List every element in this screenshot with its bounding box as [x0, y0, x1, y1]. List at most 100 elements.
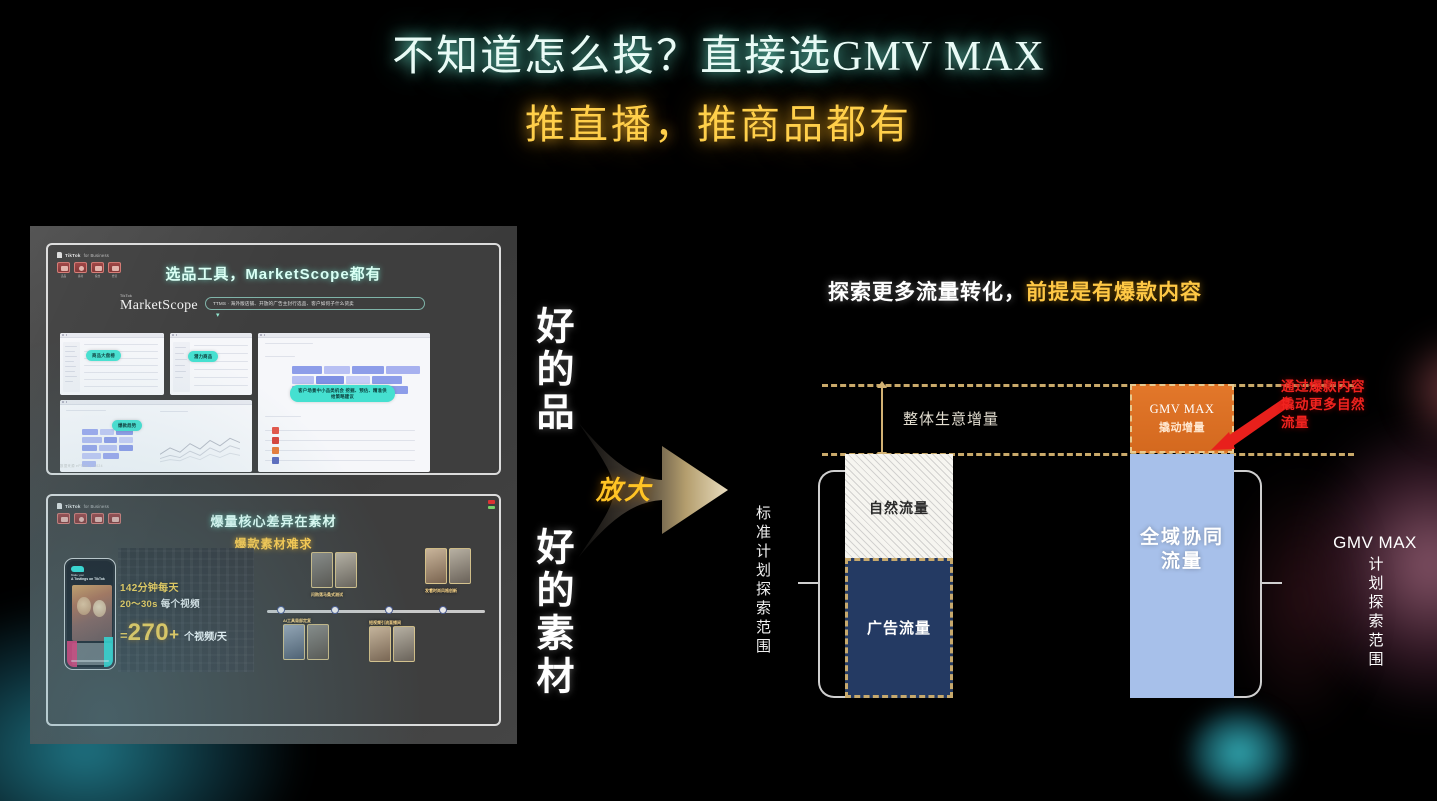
stat-line-3: = 270 + 个视频/天	[120, 619, 227, 647]
dashboard-thumbnail-3: 爆款趋势	[60, 400, 252, 472]
creative-thumb	[369, 626, 391, 662]
dash2-callout-pill: 潜力商品	[188, 351, 219, 363]
creative-timeline: 闪购落马桑式测试 发看时尚风格创新 AI工具局部定复 短视频引流直播间	[261, 544, 489, 684]
marketscope-card: TikTok for Business 选品 素材 投放 经	[46, 243, 501, 475]
trend-icon-2	[108, 513, 121, 524]
marketscope-card-inner: TikTok for Business 选品 素材 投放 经	[48, 245, 499, 473]
standard-scope-label: 标准计划探索范围	[754, 505, 771, 657]
dash3-line-chart	[160, 437, 240, 463]
marketscope-logo: TikTok MarketScope	[120, 294, 198, 313]
creative-thumb	[425, 548, 447, 584]
phone-creative-body	[72, 643, 112, 665]
annotation-red-line-1: 通过爆款内容	[1281, 379, 1365, 394]
trend-icon	[108, 262, 121, 273]
timeline-node-0	[277, 606, 285, 614]
dash3-callout-pill: 爆款趋势	[112, 420, 143, 432]
phone-top-branding: Make your A Tostings on TikTok	[71, 566, 105, 581]
dashboard-thumbnail-2: 潜力商品	[170, 333, 252, 395]
organic-traffic-segment: 自然流量	[845, 454, 953, 558]
amplify-arrow-label: 放大	[596, 475, 653, 505]
timeline-caption-3: 短视频引流直播间	[369, 620, 401, 625]
timeline-thumbs-top-2	[425, 548, 471, 584]
chart-heading-gold: 前提是有爆款内容	[1026, 281, 1202, 304]
dash1-body	[60, 338, 164, 395]
annotation-red-text: 通过爆款内容 撬动更多自然 流量	[1281, 378, 1365, 431]
phone-progress-bar	[71, 660, 109, 662]
dash1-sidebar	[63, 342, 80, 392]
marketscope-card-title: 选品工具，MarketScope都有	[165, 266, 382, 283]
timeline-axis	[267, 610, 485, 613]
dash4-titlebar	[258, 333, 430, 338]
icon-cell-b0	[57, 513, 70, 524]
slide-title-line-2: 推直播，推商品都有	[525, 102, 912, 147]
creative-collage-background	[118, 548, 254, 672]
slide-title-line-1: 不知道怎么投？直接选GMV MAX	[0, 30, 1437, 84]
creative-thumb	[335, 552, 357, 588]
stat-unit-label: 个视频/天	[184, 632, 227, 643]
creative-thumb	[393, 626, 415, 662]
camera-icon-2	[74, 513, 87, 524]
amplify-arrow-shape	[578, 422, 728, 558]
timeline-thumbs-bottom-1	[283, 624, 329, 660]
timeline-thumbs-bottom-2	[369, 626, 415, 662]
dashboard-thumbnail-4: 客户场景中小品类机会 挖掘、预估、精准供给策略建议	[258, 333, 430, 472]
tiktok-brand-suffix-2: for Business	[83, 503, 110, 509]
timeline-node-2	[385, 606, 393, 614]
annotation-arrow-red	[1211, 396, 1290, 450]
ad-traffic-segment: 广告流量	[845, 558, 953, 698]
icon-caption-0: 选品	[60, 275, 67, 278]
organic-traffic-label: 自然流量	[869, 500, 929, 516]
creative-card: TikTok for Business 爆量核心差异在素材 爆款素材难求 Mak…	[46, 494, 501, 726]
marketscope-footer-note: 数据来源 ePTwo ｜ 2024	[60, 464, 103, 468]
marketscope-tiny-brand: TikTok	[120, 294, 133, 298]
tiktok-brand-suffix: for Business	[83, 252, 110, 258]
icon-cell-0: 选品	[57, 262, 70, 278]
amplify-arrow: 放大	[576, 420, 736, 560]
dash4-callout-pill: 客户场景中小品类机会 挖掘、预估、精准供给策略建议	[290, 385, 395, 403]
phone-caption-bold: A Tostings on TikTok	[71, 577, 105, 581]
timeline-caption-2: AI工具局部定复	[283, 618, 311, 623]
chart-dashed-line-baseline	[822, 453, 1354, 456]
creative-stat-block: 142分钟每天 20～30s 每个视频 = 270 + 个视频/天	[120, 579, 227, 647]
dash3-body	[60, 405, 252, 472]
traffic-comparison-chart: 整体生意增量 自然流量 广告流量 GMV MAX 撬动增量 全域协同流量	[740, 370, 1430, 730]
dash1-titlebar	[60, 333, 164, 338]
label-good-creative: 好的素材	[530, 527, 572, 699]
tiktok-brand-label-2: TikTok	[65, 503, 81, 509]
stat-duration-unit: s	[152, 599, 158, 610]
marketscope-brand-row: TikTok MarketScope TTMS · 海外版店铺、开放的广告主封行…	[120, 294, 425, 313]
tiktok-shop-icon	[71, 566, 84, 572]
phone-creative-photo	[72, 585, 112, 641]
icon-cell-b3	[108, 513, 121, 524]
creative-card-title-1: 爆量核心差异在素材	[210, 514, 337, 529]
tiktok-business-logo-top: TikTok for Business	[57, 252, 490, 258]
phone-mockup: Make your A Tostings on TikTok	[64, 558, 116, 670]
creative-thumb	[449, 548, 471, 584]
marketscope-icon-row: 选品 素材 投放 经营	[57, 262, 490, 278]
dash2-sidebar	[173, 342, 190, 392]
tiktok-note-icon	[57, 252, 62, 258]
standard-scope-bracket	[798, 470, 846, 698]
tiktok-business-logo-bottom: TikTok for Business	[57, 503, 490, 509]
camera-icon	[74, 262, 87, 273]
stat-plus-sign: +	[169, 625, 180, 644]
annotation-red-line-2: 撬动更多自然	[1281, 396, 1365, 412]
stat-per-video: 每个视频	[160, 599, 200, 610]
marketscope-product-name: MarketScope	[120, 297, 198, 313]
phone-accent-pink	[67, 641, 77, 667]
gmvmax-scope-label: GMV MAX 计划探索范围	[1325, 533, 1425, 670]
slide-title-line-1-en: GMV MAX	[832, 34, 1045, 80]
chart-heading: 探索更多流量转化，前提是有爆款内容	[828, 276, 1202, 306]
gmvmax-increment-title: GMV MAX	[1149, 402, 1215, 416]
marketscope-search-field[interactable]: TTMS · 海外版店铺、开放的广告主封行选品、客户如何子什么货卖	[204, 297, 425, 311]
business-increment-label: 整体生意增量	[903, 411, 1000, 428]
gmvmax-scope-bracket	[1232, 470, 1282, 698]
stat-line-2: 20～30s 每个视频	[120, 596, 227, 610]
timeline-thumbs-top-1	[311, 552, 357, 588]
creative-card-inner: TikTok for Business 爆量核心差异在素材 爆款素材难求 Mak…	[48, 496, 499, 724]
doc-icon-2	[91, 513, 104, 524]
icon-cell-2: 投放	[91, 262, 104, 278]
creative-thumb	[307, 624, 329, 660]
creative-card-title-2: 爆款素材难求	[234, 537, 313, 551]
tiktok-note-icon-2	[57, 503, 62, 509]
